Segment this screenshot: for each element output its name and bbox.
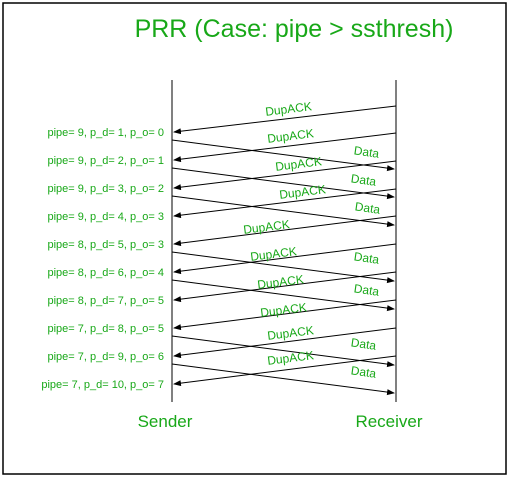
dupack-arrow [173, 160, 397, 191]
data-arrow [171, 279, 395, 312]
dupack-label: DupACK [266, 126, 314, 146]
data-label: Data [350, 335, 377, 352]
data-label: Data [350, 363, 377, 380]
data-arrows [171, 139, 395, 396]
data-label: Data [353, 249, 380, 266]
dupack-label: DupACK [266, 348, 314, 368]
dupack-label: DupACK [278, 182, 326, 202]
data-labels: Data Data Data Data Data Data Data [350, 143, 381, 380]
dupack-arrow [173, 132, 397, 163]
dupack-label: DupACK [274, 154, 322, 174]
dupack-label: DupACK [256, 272, 304, 292]
dupack-arrow [173, 105, 397, 135]
data-label: Data [350, 171, 377, 188]
state-label: pipe= 8, p_d= 7, p_o= 5 [47, 295, 164, 307]
data-arrow [171, 195, 395, 228]
state-label: pipe= 7, p_d= 8, p_o= 5 [47, 323, 164, 335]
state-label: pipe= 9, p_d= 1, p_o= 0 [47, 127, 164, 139]
state-labels: pipe= 9, p_d= 1, p_o= 0 pipe= 9, p_d= 2,… [41, 127, 164, 391]
dupack-labels: DupACK DupACK DupACK DupACK DupACK DupAC… [242, 99, 326, 368]
data-arrow [171, 251, 395, 284]
data-label: Data [353, 281, 380, 298]
receiver-label: Receiver [355, 412, 422, 431]
data-arrow [171, 363, 395, 396]
state-label: pipe= 9, p_d= 4, p_o= 3 [47, 211, 164, 223]
dupack-label: DupACK [242, 217, 290, 237]
state-label: pipe= 8, p_d= 6, p_o= 4 [47, 267, 164, 279]
state-label: pipe= 9, p_d= 2, p_o= 1 [47, 155, 164, 167]
dupack-arrow [173, 243, 397, 275]
dupack-label: DupACK [259, 300, 307, 320]
data-arrow [171, 167, 395, 200]
data-label: Data [353, 143, 380, 160]
data-arrow [171, 139, 395, 172]
dupack-label: DupACK [264, 99, 312, 119]
data-label: Data [354, 199, 381, 216]
diagram-title: PRR (Case: pipe > ssthresh) [135, 15, 454, 43]
dupack-label: DupACK [249, 244, 297, 264]
dupack-arrow [173, 327, 397, 359]
state-label: pipe= 7, p_d= 9, p_o= 6 [47, 351, 164, 363]
dupack-arrow [173, 188, 397, 219]
state-label: pipe= 7, p_d= 10, p_o= 7 [41, 379, 164, 391]
data-arrow [171, 335, 395, 368]
state-label: pipe= 8, p_d= 5, p_o= 3 [47, 239, 164, 251]
dupack-label: DupACK [266, 323, 314, 343]
state-label: pipe= 9, p_d= 3, p_o= 2 [47, 183, 164, 195]
sender-label: Sender [138, 412, 193, 431]
